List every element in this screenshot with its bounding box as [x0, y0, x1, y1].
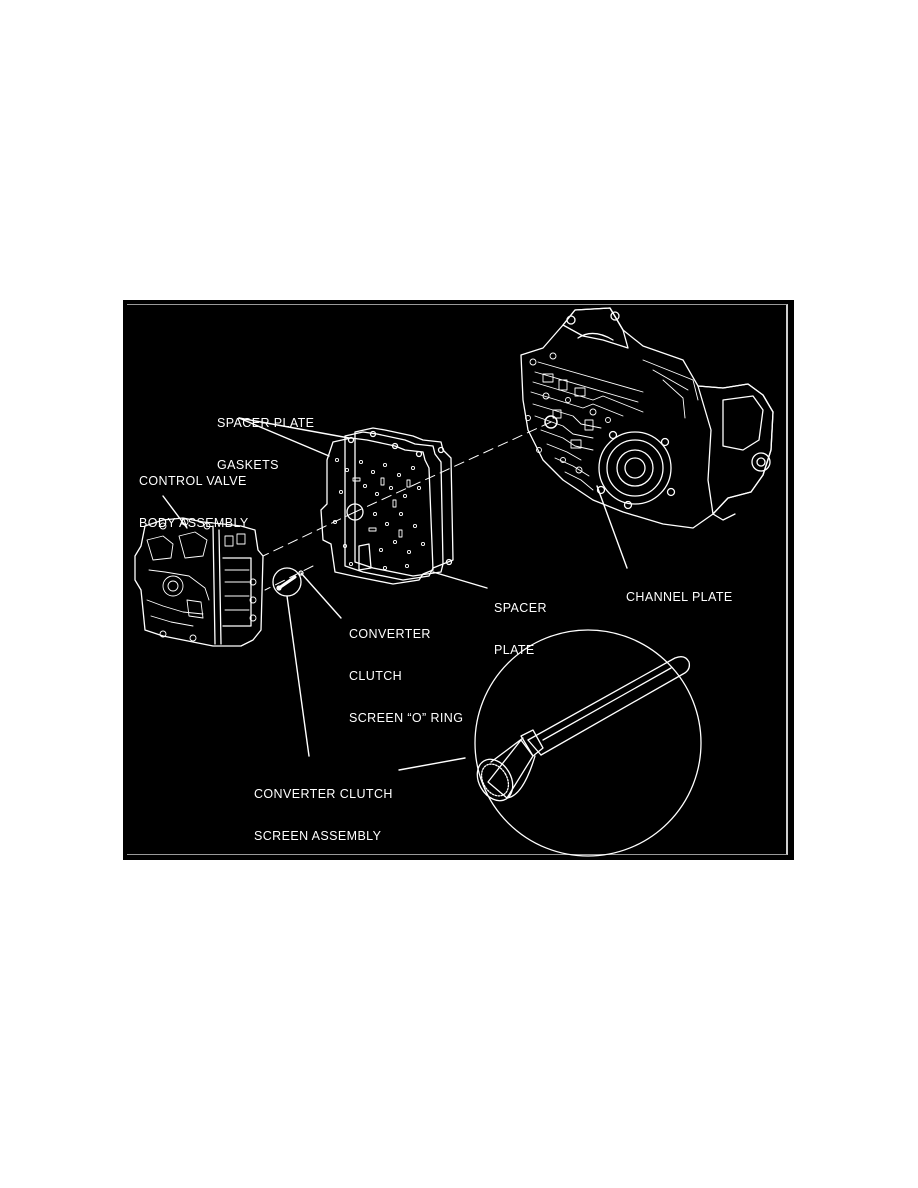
transaxle-case-drawing	[520, 307, 774, 529]
leader-lines	[162, 417, 628, 771]
label-line: CONTROL VALVE	[139, 474, 247, 488]
label-line: PLATE	[494, 643, 535, 657]
label-line: CONVERTER	[349, 627, 431, 641]
figure-frame	[127, 304, 788, 855]
label-channel-plate: CHANNEL PLATE	[626, 562, 733, 632]
label-converter-clutch-screen-o-ring: CONVERTER CLUTCH SCREEN “O” RING	[349, 599, 463, 753]
screen-assembly-detail-drawing	[474, 629, 702, 857]
label-line: CLUTCH	[349, 669, 403, 683]
label-spacer-plate-gaskets: SPACER PLATE GASKETS	[217, 388, 314, 500]
label-converter-clutch-screen-assembly: CONVERTER CLUTCH SCREEN ASSEMBLY	[254, 759, 393, 871]
label-line: CHANNEL PLATE	[626, 590, 733, 604]
exploded-view-illustration	[134, 307, 774, 857]
alignment-lines	[262, 421, 552, 591]
label-control-valve-body-assembly: CONTROL VALVE BODY ASSEMBLY	[139, 446, 249, 558]
label-spacer-plate: SPACER PLATE	[494, 573, 547, 685]
label-line: BODY ASSEMBLY	[139, 516, 249, 530]
label-line: GASKETS	[217, 458, 279, 472]
label-line: SCREEN “O” RING	[349, 711, 464, 725]
o-ring-drawing	[272, 567, 304, 597]
label-line: SPACER PLATE	[217, 416, 315, 430]
label-line: SPACER	[494, 601, 547, 615]
label-line: CONVERTER CLUTCH	[254, 787, 393, 801]
spacer-plate-stack-drawing	[320, 427, 454, 585]
exploded-view-figure: SPACER PLATE GASKETS CONTROL VALVE BODY …	[123, 300, 794, 860]
label-line: SCREEN ASSEMBLY	[254, 829, 382, 843]
